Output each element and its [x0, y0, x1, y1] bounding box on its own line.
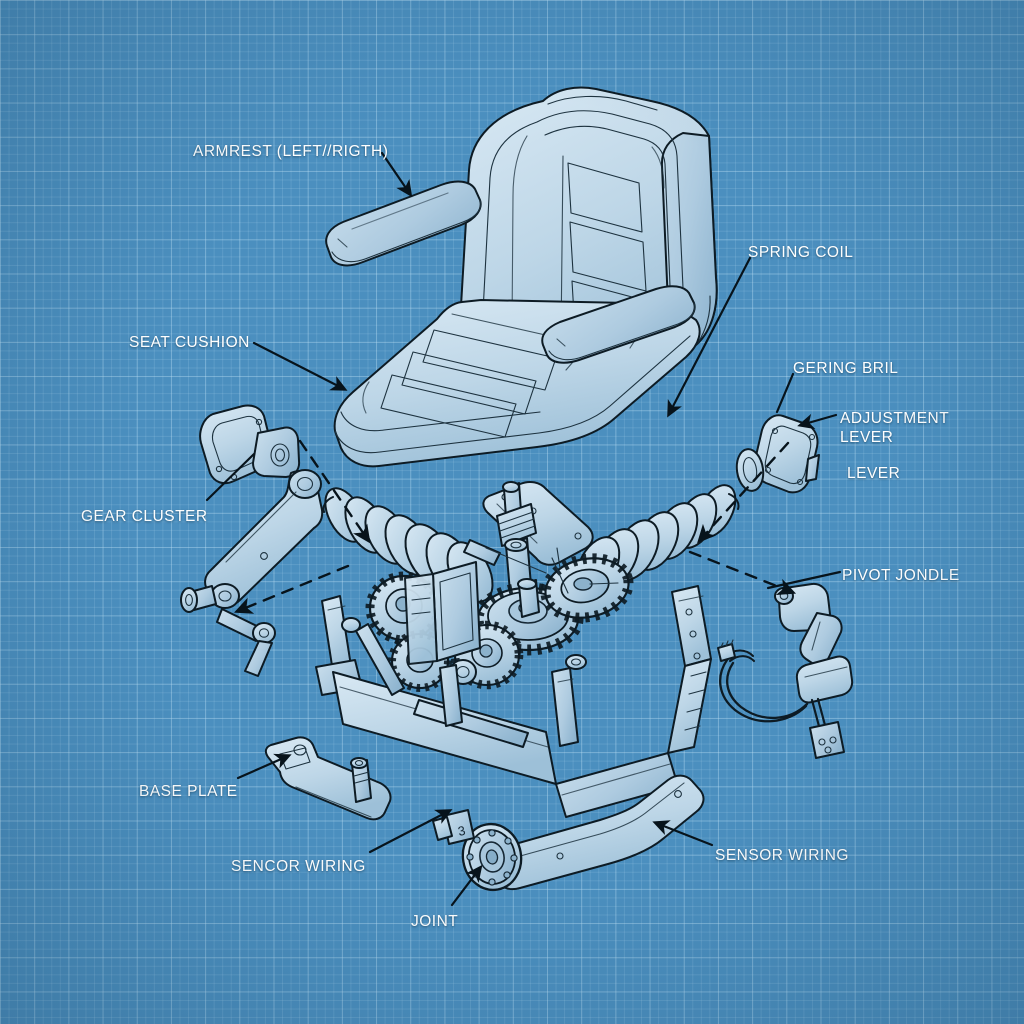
leader-spring-coil [667, 256, 752, 418]
leader-lines [205, 151, 842, 907]
part-armrest-left [325, 180, 482, 267]
leader-base-plate [236, 753, 292, 780]
part-armrest-right [541, 285, 696, 364]
part-pivot-handle [774, 582, 843, 666]
part-base-frame [315, 585, 712, 818]
label-pivot-jondle: PIVOT JONDLE [842, 567, 960, 584]
leader-gering-bril [775, 372, 795, 414]
part-base-plate [264, 736, 392, 821]
label-adjustment-lever-line2: LEVER [840, 429, 894, 446]
leader-sencor-wiring [368, 809, 453, 854]
leader-sensor-wiring [652, 820, 714, 847]
leader-armrest [380, 151, 413, 198]
part-seat-assembly [325, 86, 718, 468]
part-gear-cluster-ring [199, 404, 301, 485]
part-pivot-arm-left [180, 469, 324, 677]
leader-adjustment-lever [797, 413, 838, 430]
leader-joint [450, 864, 483, 907]
label-sencor-wiring: SENCOR WIRING [231, 858, 366, 875]
part-adjustment-ring [753, 414, 820, 494]
leader-pivot-jondle [766, 570, 842, 590]
label-armrest: ARMREST (LEFT//RIGTH) [193, 143, 389, 160]
leader-gear-cluster [205, 452, 256, 502]
label-gear-cluster: GEAR CLUSTER [81, 508, 208, 525]
svg-text:3: 3 [457, 823, 467, 839]
part-gear-assembly [365, 480, 634, 692]
leader-seat-cushion [252, 341, 348, 391]
part-joint-bearing: 3 [432, 809, 523, 892]
label-sensor-wiring: SENSOR WIRING [715, 847, 849, 864]
label-base-plate: BASE PLATE [139, 783, 238, 800]
label-lever: LEVER [847, 465, 901, 482]
arrow-right-spring [697, 441, 790, 544]
label-joint: JOINT [411, 913, 459, 930]
part-wiring-harness [717, 639, 854, 759]
arrow-left-pivot [234, 564, 350, 614]
part-lever-washer [735, 448, 765, 492]
arrow-left-spring [298, 439, 371, 544]
label-gering-bril: GERING BRIL [793, 360, 899, 377]
label-adjustment-lever-line1: ADJUSTMENT [840, 410, 950, 427]
gear-right [540, 553, 634, 623]
label-seat-cushion: SEAT CUSHION [129, 334, 250, 351]
label-spring-coil: SPRING COIL [748, 244, 854, 261]
